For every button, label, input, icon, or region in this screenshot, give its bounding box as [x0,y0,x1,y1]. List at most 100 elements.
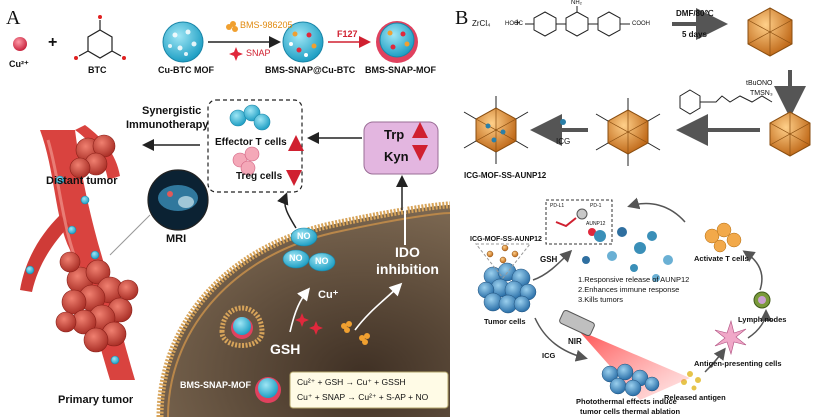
kyn-label: Kyn [384,149,409,164]
mof-dbco-crystal [595,98,661,166]
effector-t-cells [229,104,271,131]
released-antigen-label: Released antigen [664,393,726,402]
lymph-node-icon [753,291,771,309]
mri-label: MRI [166,233,187,245]
no-label-1: NO [297,231,311,241]
effector-t-cells-label: Effector T cells [215,137,287,148]
treg-cells [232,146,260,176]
cu-ion [13,37,27,51]
trp-label: Trp [384,127,405,142]
cu-ion-label: Cu²⁺ [9,59,29,69]
ido-label-2: inhibition [376,261,439,277]
apc-label: Antigen-presenting cells [694,359,782,368]
panel-a-synthesis-row [13,15,418,63]
plus-a: + [48,34,58,51]
arrow-apc-to-lymph [747,309,772,339]
mof-nh2-crystal [747,7,793,57]
tumor-cells-label: Tumor cells [484,317,526,326]
f127-label: F127 [337,29,358,39]
blood-vessel-illustration [20,125,139,380]
bms-icon [226,21,238,32]
nir-label: NIR [568,337,582,346]
bms-986205-label: BMS-986205 [240,20,293,30]
aunp12-label: AUNP12 [586,221,606,227]
snap-label: SNAP [246,48,271,58]
snap-stars [295,313,323,335]
icg-label-b: ICG [542,351,556,360]
response-1: 1.Responsive release of AUNP12 [578,275,690,284]
arrow-lymph-to-t [742,250,763,291]
bms-snap-cubtc-particle [282,21,324,63]
zrcl4-label: ZrCl₄ [472,19,491,28]
days-condition: 5 days [682,30,707,39]
linker-hooc: HOOC [505,21,523,27]
tmsn3-reagent: TMSN₃ [750,90,773,97]
arrow-to-activate [627,197,686,223]
btc-label: BTC [88,65,107,75]
ido-label-1: IDO [395,244,420,260]
tbuono-reagent: tBuONO [746,80,773,87]
arrow-gsh [532,249,573,281]
icg-dot [560,119,566,125]
icg-reagent: ICG [556,137,571,146]
no-label-3: NO [315,256,329,266]
treg-cells-label: Treg cells [236,171,283,182]
plus-b: + [514,17,521,29]
photothermal-line1: Photothermal effects induce [576,397,677,406]
activated-t-cells [704,222,742,253]
activate-t-cells-label: Activate T cells [694,254,749,263]
arrow-ido-curve [354,282,403,331]
snap-icon [229,47,243,61]
primary-tumor-cluster [55,251,139,353]
bms-snap-mof-label: BMS-SNAP-MOF [365,65,436,75]
released-aunp12-debris [582,227,673,282]
btc-molecule [74,15,126,60]
apc-cell [714,319,747,356]
synergy-line2: Immunotherapy [126,119,209,131]
bms-snap-cubtc-label: BMS-SNAP@Cu-BTC [265,65,356,75]
panel-b-label: B [455,7,469,29]
ablated-tumor-cells [601,363,660,397]
bms-clusters [341,321,370,345]
pd1-pdl1-illustration [555,208,596,236]
no-label-2: NO [289,253,303,263]
lymph-nodes-label: Lymph nodes [738,315,787,324]
icg-mof-ss-aunp12-crystal [463,96,529,164]
nir-laser-beam [578,330,690,400]
linker-molecule [525,6,630,37]
nano-triangle [474,243,532,279]
icg-mof-ss-aunp12-product: ICG-MOF-SS-AUNP12 [464,171,547,180]
panel-a-label: A [6,7,21,29]
cu-btc-mof-label: Cu-BTC MOF [158,65,214,75]
dmf-condition: DMF/80℃ [676,9,714,18]
linker-nh2: NH₂ [571,0,582,6]
equation-1: Cu²⁺ + GSH → Cu⁺ + GSSH [297,377,406,387]
vessel-mof-particles [25,175,120,365]
synergy-line1: Synergistic [142,105,202,117]
arrow-icg-laser [534,317,588,362]
distant-tumor-label: Distant tumor [46,175,118,187]
distant-tumor-cluster [69,134,116,179]
nir-laser-device [559,309,595,337]
pdl1-label: PD-L1 [550,203,565,209]
no-molecules [282,227,336,272]
mof-n3-crystal [769,111,811,157]
gsh-label-b: GSH [540,255,558,264]
bms-snap-mof-bottom-label: BMS-SNAP-MOF [180,380,251,390]
primary-tumor-label: Primary tumor [58,394,134,406]
tumor-cells-top [477,262,537,314]
equation-2: Cu⁺ + SNAP → Cu²⁺ + S-AP + NO [297,392,429,402]
dbco-peptide-structure [679,89,773,115]
cu-plus-label: Cu⁺ [318,289,339,301]
gsh-label-a: GSH [270,341,301,357]
linker-cooh: COOH [632,21,650,27]
response-2: 2.Enhances immune response [578,285,680,294]
pd1-label: PD-1 [590,203,602,209]
mri-inset [109,169,209,256]
arrow-gsh-cu [289,287,310,333]
nanoparticle-icons [486,244,519,264]
photothermal-line2: tumor cells thermal ablation [580,407,681,416]
arrow-antigen-to-apc [704,347,726,373]
cu-btc-mof-particle [162,21,204,63]
